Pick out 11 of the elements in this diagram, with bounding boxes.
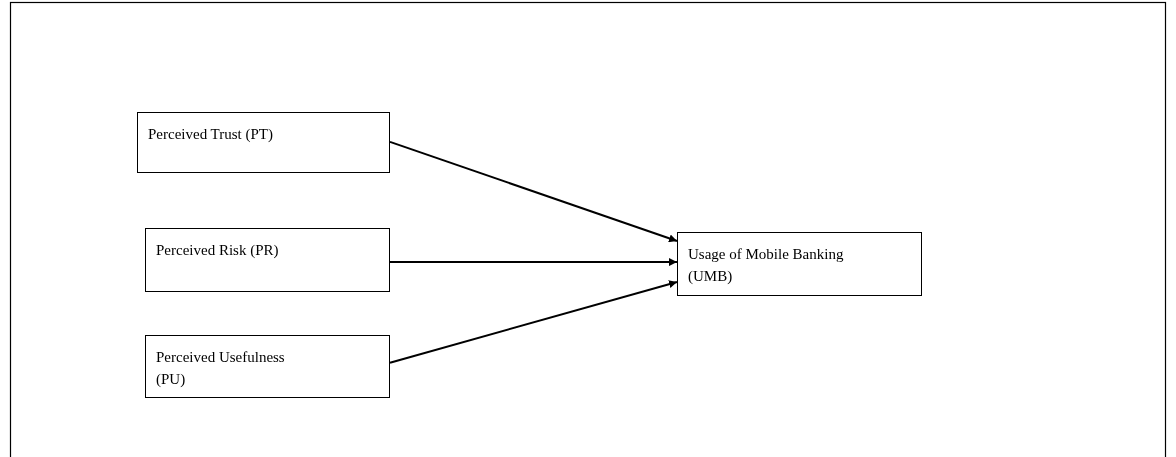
arrow: [389, 280, 678, 364]
box-label: Perceived Usefulness (PU): [156, 348, 286, 389]
box-label: Perceived Trust (PT): [148, 125, 274, 144]
arrow: [389, 140, 678, 243]
process-box: [137, 112, 390, 173]
process-box: [145, 228, 390, 292]
box-label: Perceived Risk (PR): [156, 241, 280, 260]
process-box: [677, 232, 922, 296]
arrow: [389, 258, 678, 267]
process-box: [145, 335, 390, 398]
box-label: Usage of Mobile Banking (UMB): [688, 245, 845, 286]
